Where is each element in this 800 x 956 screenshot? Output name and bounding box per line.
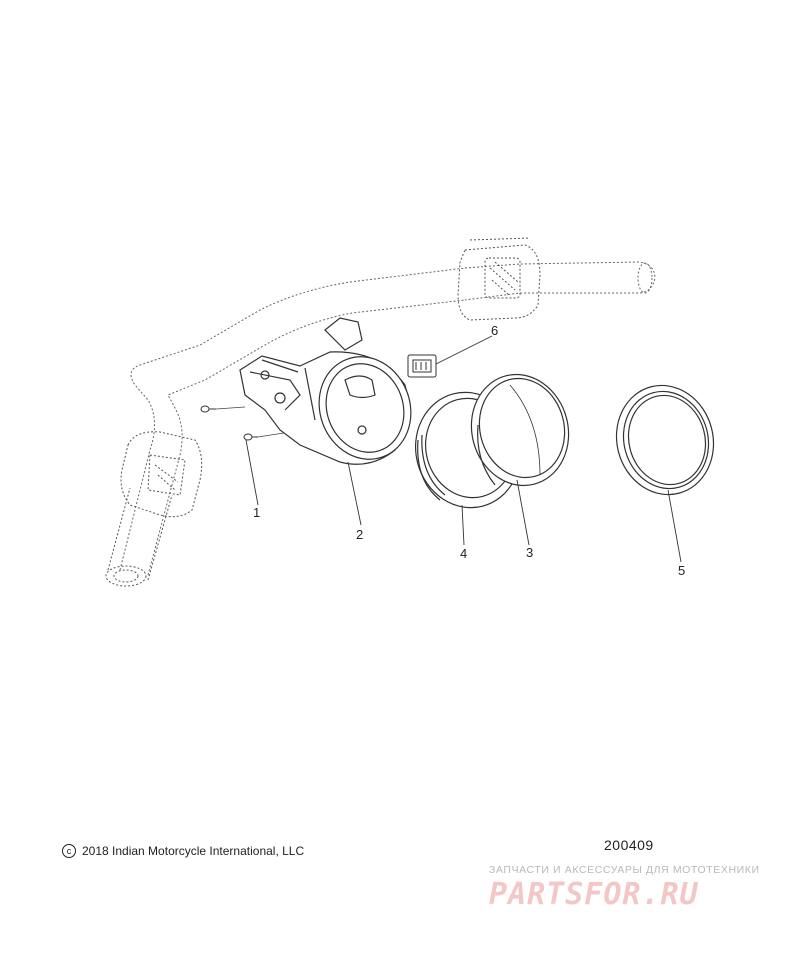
callout-2: 2 xyxy=(356,527,363,542)
copyright-symbol-icon: c xyxy=(62,844,76,858)
leader-lines xyxy=(245,335,682,563)
handlebar-outline xyxy=(119,261,656,576)
screw-lower xyxy=(243,433,258,441)
leader-4 xyxy=(461,504,465,546)
trim-bezel-ring xyxy=(615,384,715,496)
drawing-number: 200409 xyxy=(604,837,654,853)
gauge-housing xyxy=(239,317,412,465)
screw-upper xyxy=(200,405,216,413)
callout-6: 6 xyxy=(491,323,498,338)
left-switch-housing xyxy=(120,431,203,518)
left-grip xyxy=(105,487,173,587)
speedometer-gauge xyxy=(470,373,570,487)
leader-3 xyxy=(516,479,530,546)
connector-plug xyxy=(407,354,437,378)
copyright-notice: c 2018 Indian Motorcycle International, L… xyxy=(62,844,304,858)
leader-5 xyxy=(667,489,682,563)
leader-2 xyxy=(347,461,362,526)
callout-3: 3 xyxy=(526,545,533,560)
copyright-text: 2018 Indian Motorcycle International, LL… xyxy=(82,844,305,858)
callout-4: 4 xyxy=(460,546,467,561)
watermark-tagline: ЗАПЧАСТИ И АКСЕССУАРЫ ДЛЯ МОТОТЕХНИКИ xyxy=(489,864,760,876)
watermark-logo: PARTSFOR.RU xyxy=(489,877,699,912)
leader-6 xyxy=(435,335,493,365)
callout-5: 5 xyxy=(678,563,685,578)
leader-1 xyxy=(245,439,259,506)
callout-1: 1 xyxy=(253,505,260,520)
right-switch-housing xyxy=(457,237,541,321)
